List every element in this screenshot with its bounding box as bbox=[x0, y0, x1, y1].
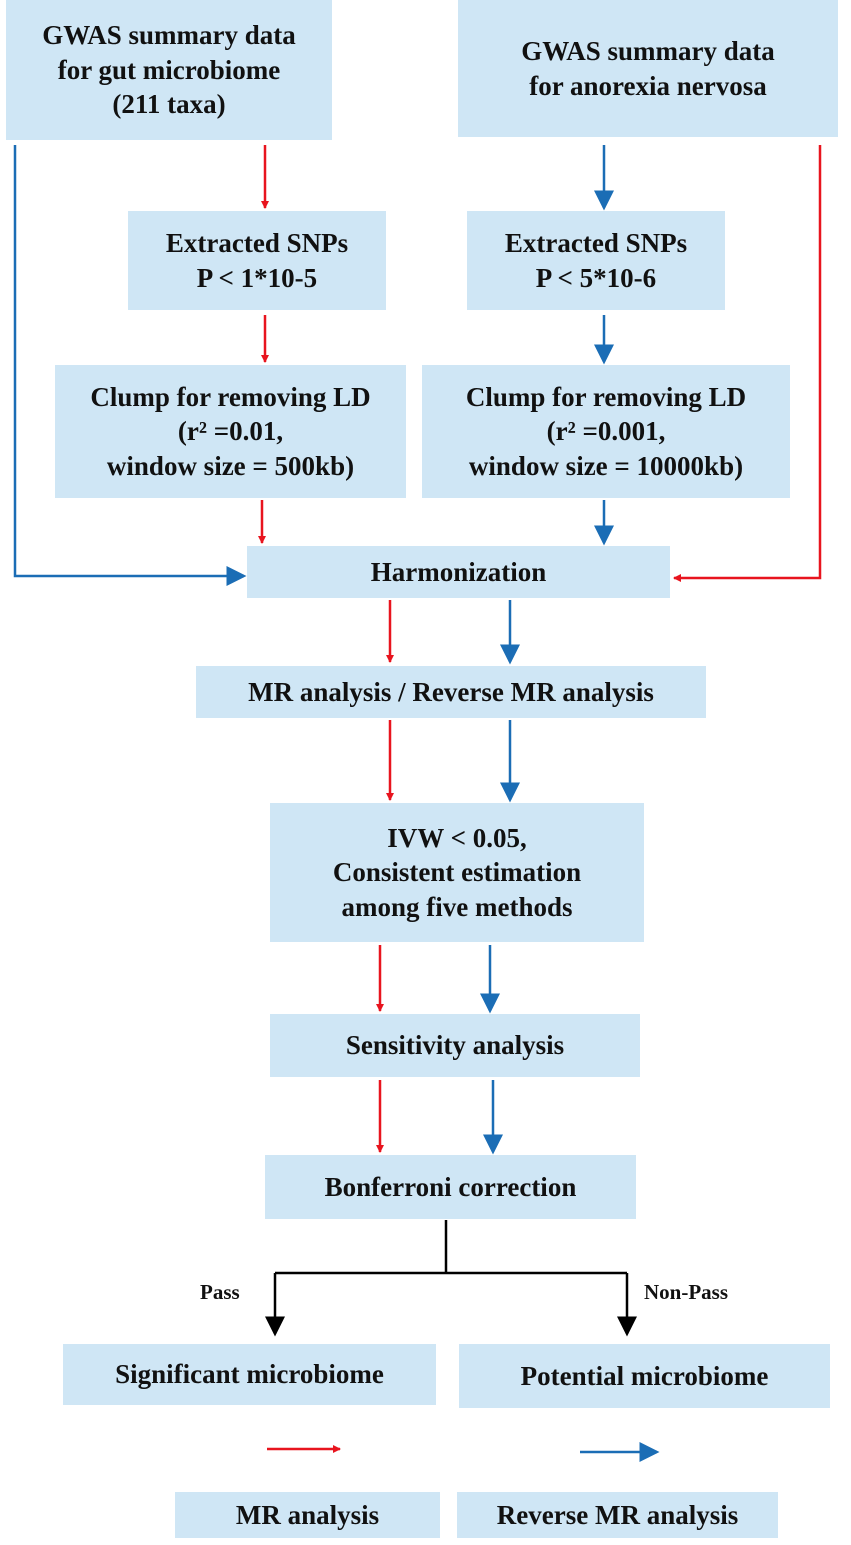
decision-arrows bbox=[265, 1220, 637, 1337]
box-line: among five methods bbox=[341, 891, 573, 922]
box-line: (r² =0.01, bbox=[177, 416, 284, 447]
box-line: Extracted SNPs bbox=[165, 227, 349, 258]
mr-analysis-box: MR analysis / Reverse MR analysis bbox=[196, 666, 706, 718]
legend-label: Reverse MR analysis bbox=[496, 1499, 739, 1530]
clump-right-box: Clump for removing LD (r² =0.001, window… bbox=[422, 365, 790, 498]
box-line: Clump for removing LD bbox=[465, 381, 747, 412]
non-pass-label: Non-Pass bbox=[644, 1280, 729, 1304]
box-line: MR analysis / Reverse MR analysis bbox=[248, 676, 654, 707]
box-line: GWAS summary data bbox=[521, 35, 775, 66]
box-line: for gut microbiome bbox=[57, 54, 281, 85]
significant-box: Significant microbiome bbox=[63, 1344, 436, 1405]
legend-reverse-mr: Reverse MR analysis bbox=[457, 1492, 778, 1538]
potential-box: Potential microbiome bbox=[459, 1344, 830, 1408]
box-line: Potential microbiome bbox=[520, 1360, 769, 1391]
box-line: Consistent estimation bbox=[332, 857, 582, 888]
mr-arrows bbox=[258, 145, 822, 1453]
box-line: (211 taxa) bbox=[112, 89, 226, 120]
reverse-mr-arrows bbox=[13, 145, 660, 1462]
sensitivity-box: Sensitivity analysis bbox=[270, 1014, 640, 1077]
box-line: Extracted SNPs bbox=[504, 227, 688, 258]
box-line: P < 5*10-6 bbox=[535, 262, 657, 293]
box-line: Significant microbiome bbox=[115, 1359, 384, 1390]
box-line: Harmonization bbox=[370, 556, 547, 587]
box-line: Bonferroni correction bbox=[324, 1171, 577, 1202]
box-line: Sensitivity analysis bbox=[345, 1030, 565, 1061]
box-line: (r² =0.001, bbox=[546, 416, 666, 447]
ivw-box: IVW < 0.05, Consistent estimation among … bbox=[270, 803, 644, 942]
box-line: Clump for removing LD bbox=[90, 381, 371, 412]
box-line: window size = 500kb) bbox=[106, 450, 355, 481]
gwas-gut-box: GWAS summary data for gut microbiome (21… bbox=[6, 0, 332, 140]
pass-label: Pass bbox=[200, 1280, 240, 1304]
box-line: window size = 10000kb) bbox=[468, 450, 744, 481]
extract-right-box: Extracted SNPs P < 5*10-6 bbox=[467, 211, 725, 310]
harmonization-box: Harmonization bbox=[247, 546, 670, 598]
extract-left-box: Extracted SNPs P < 1*10-5 bbox=[128, 211, 386, 310]
gwas-anorexia-box: GWAS summary data for anorexia nervosa bbox=[458, 0, 838, 137]
box-line: P < 1*10-5 bbox=[196, 262, 318, 293]
legend-label: MR analysis bbox=[235, 1499, 380, 1530]
box-line: for anorexia nervosa bbox=[529, 70, 767, 101]
clump-left-box: Clump for removing LD (r² =0.01, window … bbox=[55, 365, 406, 498]
box-line: IVW < 0.05, bbox=[387, 822, 527, 853]
bonferroni-box: Bonferroni correction bbox=[265, 1155, 636, 1219]
box-line: GWAS summary data bbox=[42, 20, 296, 51]
legend-mr: MR analysis bbox=[175, 1492, 440, 1538]
